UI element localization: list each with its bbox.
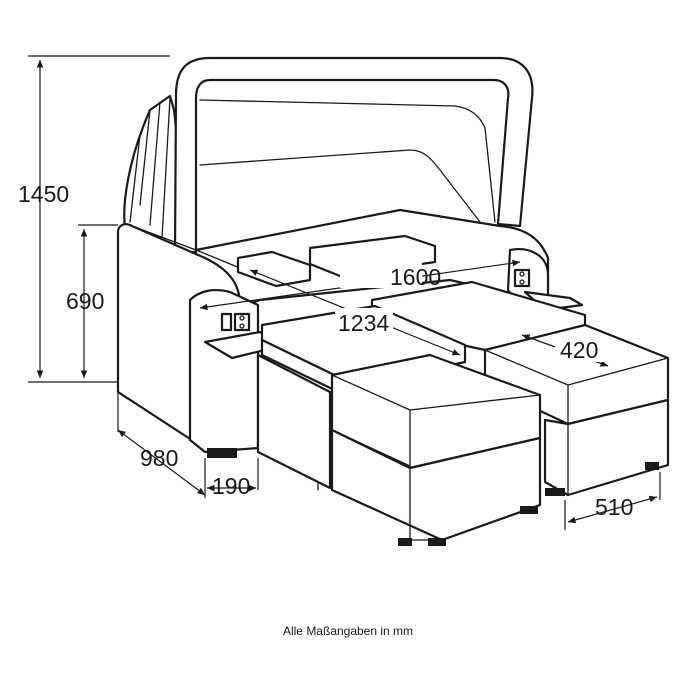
canopy [123, 56, 534, 254]
front-stool [330, 353, 542, 546]
dim-label-1234: 1234 [338, 310, 389, 336]
units-caption: Alle Maßangaben in mm [282, 624, 414, 638]
dimension-lines [28, 55, 661, 530]
dim-label-190: 190 [212, 473, 250, 499]
dim-label-1450: 1450 [18, 181, 69, 207]
dim-label-510: 510 [595, 494, 633, 520]
dim-label-1600: 1600 [390, 264, 441, 290]
dim-label-690: 690 [66, 288, 104, 314]
dim-label-980: 980 [140, 445, 178, 471]
dim-label-420: 420 [560, 337, 598, 363]
